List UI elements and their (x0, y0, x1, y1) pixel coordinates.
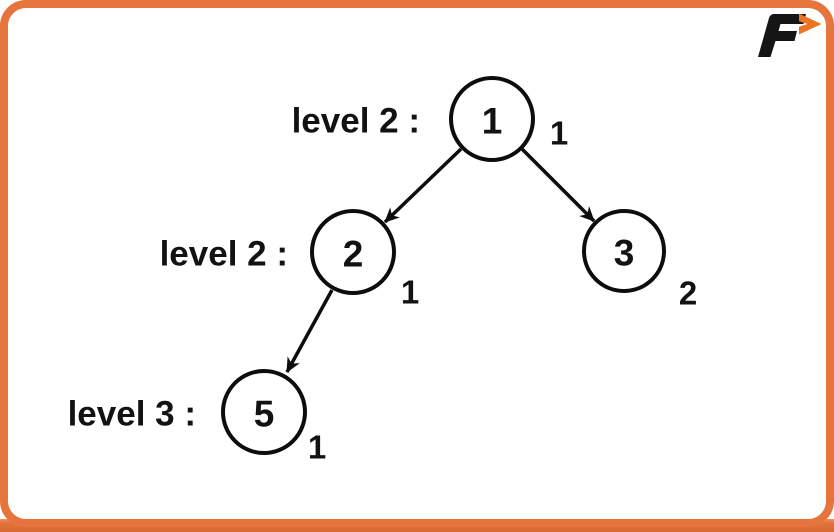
edge-1-to-3 (520, 147, 596, 223)
level-label-node-2: level 2 : (160, 235, 288, 274)
edge-2-to-5 (285, 289, 334, 373)
brand-logo (752, 9, 826, 59)
tree-node-value-1: 1 (482, 101, 503, 142)
edge-1-to-2 (383, 147, 463, 224)
tree-node-circle-3 (582, 209, 666, 293)
tree-node-circle-5 (221, 369, 307, 455)
tree-node-circle-1 (449, 76, 535, 162)
level-label-node-5: level 3 : (68, 395, 196, 434)
tree-node-value-2: 2 (343, 234, 364, 275)
annotation-node-2: 1 (401, 274, 419, 311)
annotation-node-3: 2 (679, 275, 697, 312)
annotation-node-1: 1 (550, 115, 568, 152)
brand-logo-arrow-icon (799, 13, 822, 35)
brand-logo-f-letter (758, 14, 806, 57)
tree-node-value-3: 3 (614, 233, 635, 274)
annotation-node-5: 1 (308, 429, 326, 466)
tree-node-circle-2 (310, 209, 396, 295)
tree-node-value-5: 5 (254, 394, 275, 435)
level-label-root: level 2 : (292, 102, 420, 141)
